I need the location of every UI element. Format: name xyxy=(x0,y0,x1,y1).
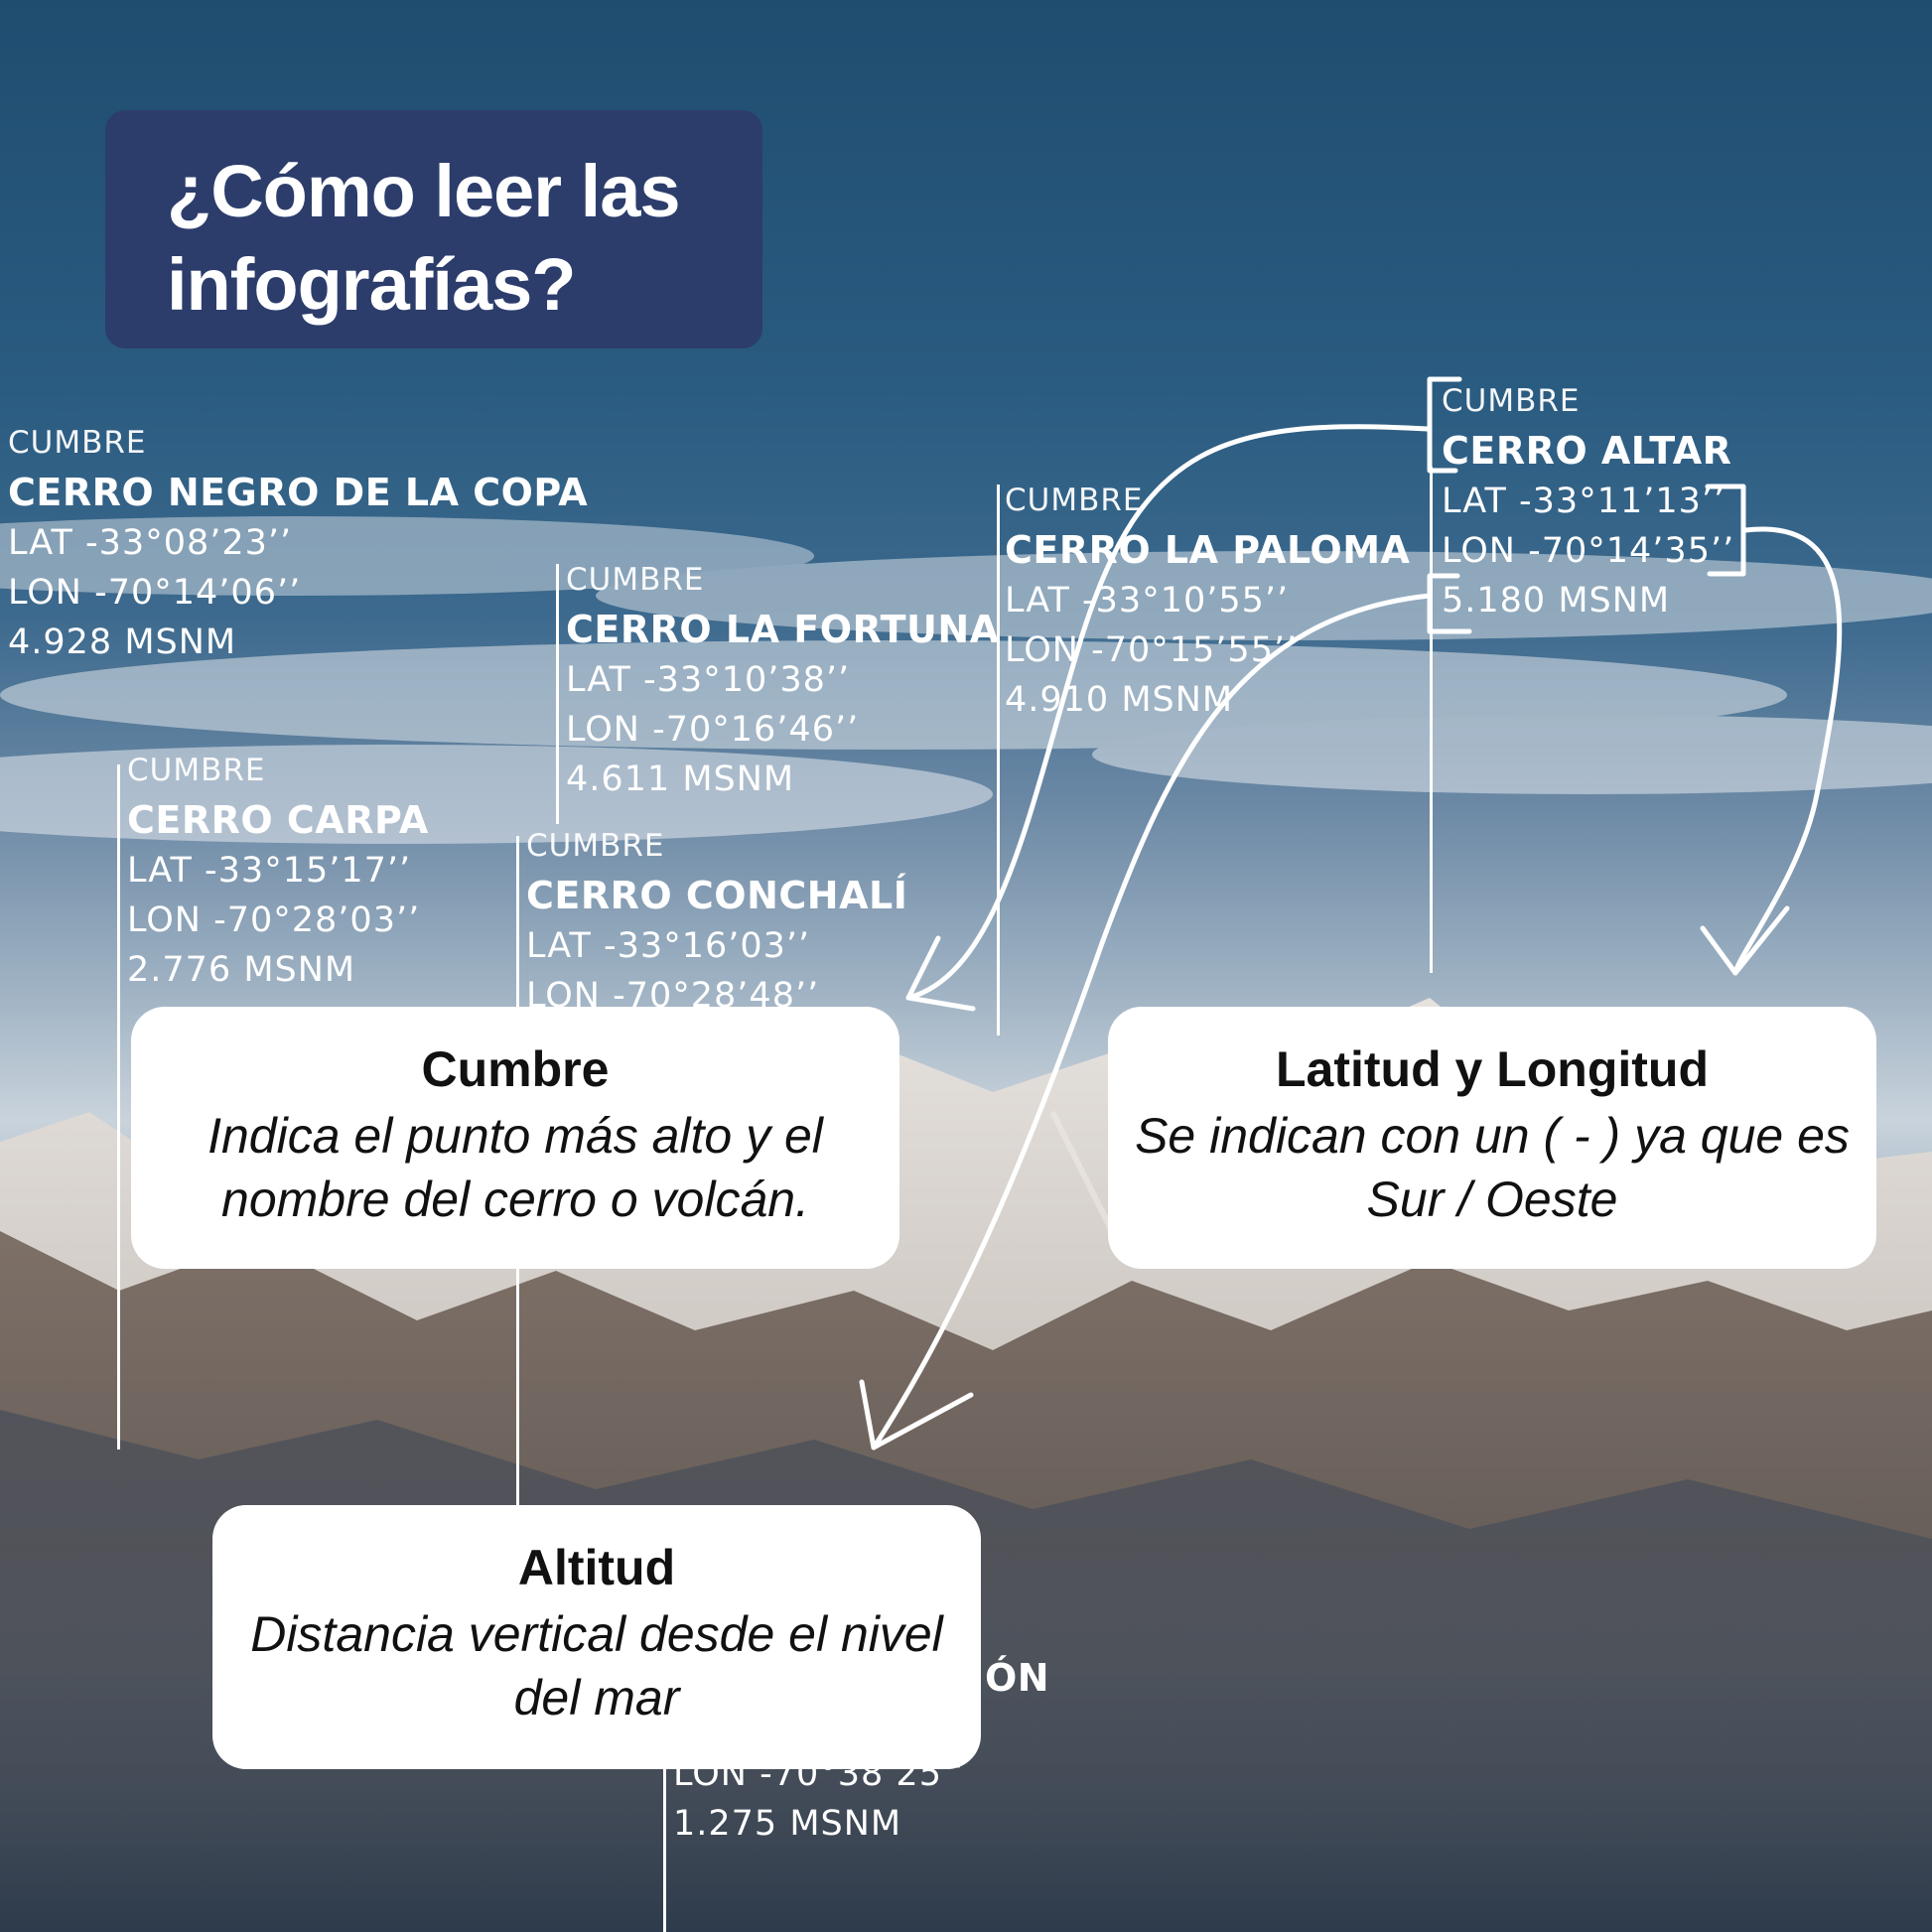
peak-lat: LAT -33°08’23’’ xyxy=(8,523,293,563)
bracket-cumbre xyxy=(1427,376,1462,474)
callout-altitud: Altitud Distancia vertical desde el nive… xyxy=(212,1505,981,1769)
peak-label: CUMBRE xyxy=(566,562,705,598)
callout-description: Se indican con un ( - ) ya que es Sur / … xyxy=(1135,1108,1850,1227)
leader-line-paloma xyxy=(997,484,1000,1035)
peak-alt: 1.275 MSNM xyxy=(673,1804,902,1844)
peak-name: CERRO LA FORTUNA xyxy=(566,608,1000,651)
peak-label: CUMBRE xyxy=(1005,483,1144,518)
peak-cerro-negro-de-la-copa: CUMBRE CERRO NEGRO DE LA COPA LAT -33°08… xyxy=(8,419,588,667)
peak-label: CUMBRE xyxy=(8,425,147,461)
peak-name: CERRO CARPA xyxy=(127,798,429,842)
peak-lon: LON -70°14’35’’ xyxy=(1442,531,1735,571)
callout-title: Cumbre xyxy=(421,1041,610,1097)
arrow-to-altitud xyxy=(871,593,1433,1450)
peak-lat: LAT -33°15’17’’ xyxy=(127,851,412,891)
peak-alt: 4.928 MSNM xyxy=(8,622,237,662)
peak-alt: 5.180 MSNM xyxy=(1442,581,1671,621)
bracket-latlon xyxy=(1705,483,1746,577)
callout-description: Indica el punto más alto y el nombre del… xyxy=(207,1108,823,1227)
peak-lat: LAT -33°16’03’’ xyxy=(526,926,811,966)
callout-cumbre: Cumbre Indica el punto más alto y el nom… xyxy=(131,1007,899,1269)
peak-lon: LON -70°15’55’’ xyxy=(1005,630,1299,670)
peak-label: CUMBRE xyxy=(127,753,266,788)
bracket-altitud xyxy=(1427,573,1472,634)
arrowhead-altitud xyxy=(859,1379,974,1450)
leader-line-fortuna xyxy=(556,564,559,824)
peak-name: CERRO ALTAR xyxy=(1442,429,1732,473)
arrowhead-latlon xyxy=(1700,905,1790,976)
peak-name: CERRO CONCHALÍ xyxy=(526,874,908,917)
peak-lat: LAT -33°11’13’’ xyxy=(1442,482,1726,521)
peak-lat: LAT -33°10’55’’ xyxy=(1005,581,1290,621)
callout-title: Latitud y Longitud xyxy=(1275,1041,1709,1097)
callout-title: Altitud xyxy=(517,1540,676,1595)
peak-lat: LAT -33°10’38’’ xyxy=(566,660,851,700)
peak-lon: LON -70°28’03’’ xyxy=(127,900,421,940)
peak-label: CUMBRE xyxy=(526,828,665,864)
peak-alt: 4.910 MSNM xyxy=(1005,680,1234,720)
peak-cerro-altar: CUMBRE CERRO ALTAR LAT -33°11’13’’ LON -… xyxy=(1442,377,1734,625)
peak-name: CERRO NEGRO DE LA COPA xyxy=(8,471,589,514)
leader-line-carpa xyxy=(117,764,120,1449)
leader-line-bottom xyxy=(663,1747,666,1932)
callout-description: Distancia vertical desde el nivel del ma… xyxy=(250,1606,943,1725)
page-title: ¿Cómo leer las infografías? xyxy=(167,150,681,326)
peak-cerro-la-fortuna: CUMBRE CERRO LA FORTUNA LAT -33°10’38’’ … xyxy=(566,556,1000,804)
arrow-to-latlon xyxy=(1732,526,1843,976)
peak-name-fragment: ÓN xyxy=(985,1656,1050,1700)
peak-alt: 4.611 MSNM xyxy=(566,759,795,799)
peak-cerro-la-paloma: CUMBRE CERRO LA PALOMA LAT -33°10’55’’ L… xyxy=(1005,477,1410,725)
arrowhead-cumbre xyxy=(905,935,976,1012)
peak-label: CUMBRE xyxy=(1442,383,1581,419)
peak-lon: LON -70°16’46’’ xyxy=(566,710,860,750)
peak-cerro-carpa: CUMBRE CERRO CARPA LAT -33°15’17’’ LON -… xyxy=(127,747,429,995)
arrow-to-cumbre xyxy=(905,424,1431,1001)
callout-latitud-longitud: Latitud y Longitud Se indican con un ( -… xyxy=(1108,1007,1876,1269)
peak-name: CERRO LA PALOMA xyxy=(1005,528,1411,572)
leader-line-altar xyxy=(1430,467,1433,973)
peak-partial-name: ÓN xyxy=(985,1652,1049,1704)
peak-lon: LON -70°14’06’’ xyxy=(8,573,302,613)
cloud-bands xyxy=(0,516,1932,844)
title-box xyxy=(105,110,762,348)
peak-alt: 2.776 MSNM xyxy=(127,950,356,990)
